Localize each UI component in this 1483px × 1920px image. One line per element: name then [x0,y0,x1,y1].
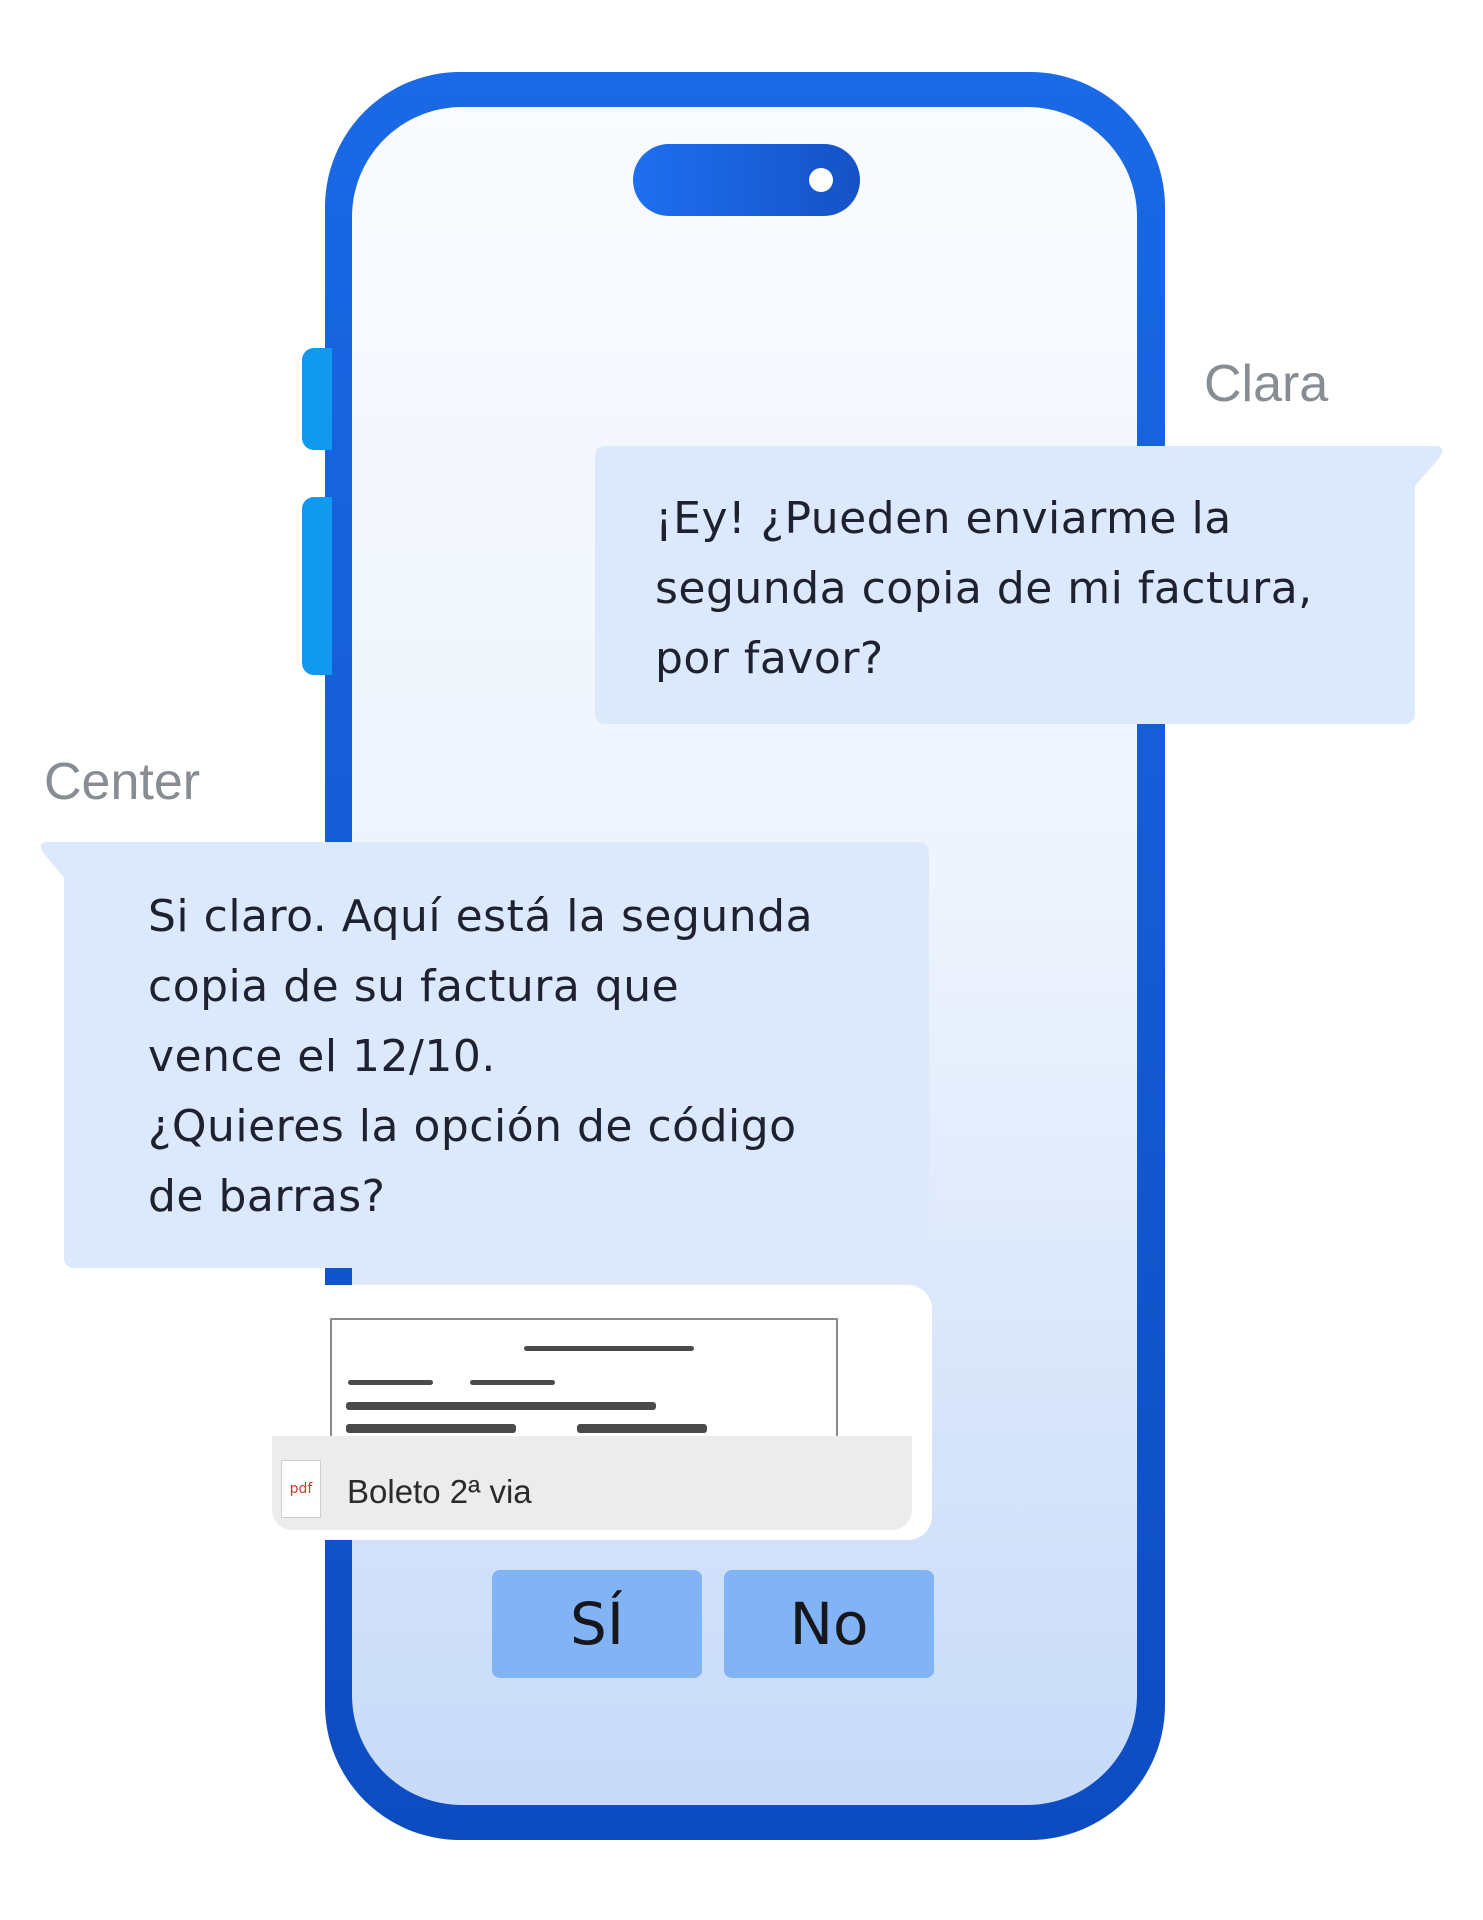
preview-text-line [346,1424,516,1433]
message-line: ¿Quieres la opción de código [148,1101,797,1152]
phone-volume-up-button [302,348,332,450]
message-line: vence el 12/10. [148,1031,496,1082]
phone-volume-down-button [302,497,332,675]
reply-no-button[interactable]: No [724,1570,934,1678]
attachment-file-name: Boleto 2ª via [347,1473,532,1510]
attachment-file-bar [272,1436,912,1530]
pdf-file-icon: pdf [281,1460,321,1518]
preview-text-line [348,1380,433,1385]
sender-name-center: Center [44,753,201,811]
document-preview-thumbnail [330,1318,838,1438]
camera-dot [809,168,833,192]
message-line: segunda copia de mi factura, [655,563,1313,614]
preview-text-line [346,1402,656,1410]
message-bubble-center: Si claro. Aquí está la segunda copia de … [64,842,929,1268]
message-line: ¡Ey! ¿Pueden enviarme la [655,493,1232,544]
message-line: copia de su factura que [148,961,680,1012]
preview-text-line [470,1380,555,1385]
reply-yes-button[interactable]: SÍ [492,1570,702,1678]
message-line: por favor? [655,633,884,684]
message-bubble-clara: ¡Ey! ¿Pueden enviarme la segunda copia d… [595,446,1415,724]
sender-name-clara: Clara [1204,355,1329,413]
preview-text-line [577,1424,707,1433]
message-line: Si claro. Aquí está la segunda [148,891,814,942]
message-line: de barras? [148,1171,386,1222]
preview-text-line [524,1346,694,1351]
